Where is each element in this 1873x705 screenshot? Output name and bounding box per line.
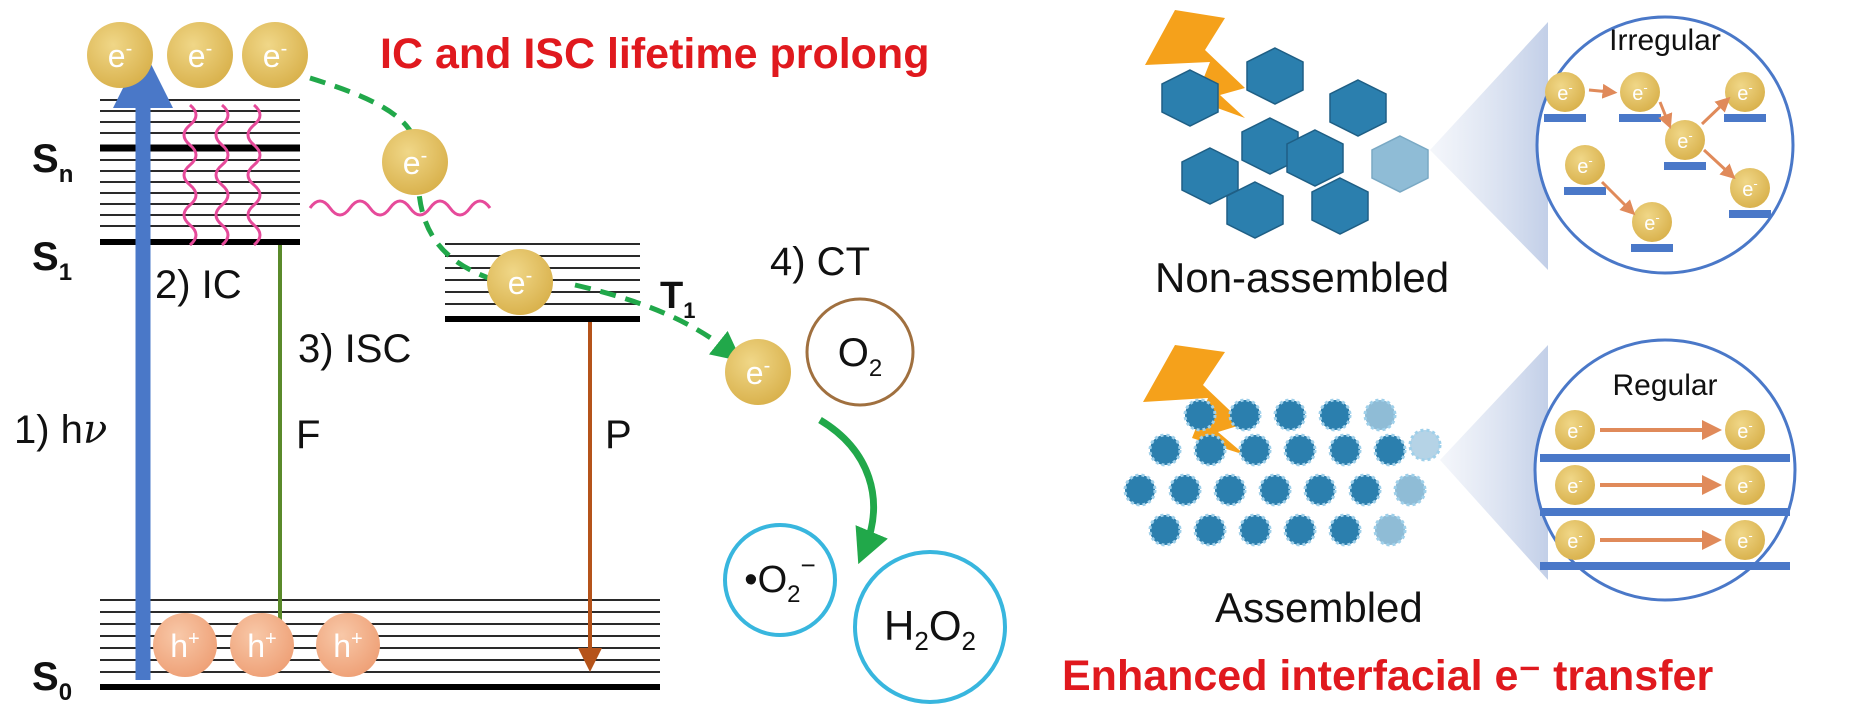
electron: e- — [1730, 168, 1770, 208]
isc-wavy-line — [308, 199, 492, 217]
svg-text:e-: e- — [1737, 418, 1752, 443]
ct-electron-path — [574, 282, 742, 362]
svg-text:h+: h+ — [247, 628, 276, 664]
s0-label: S0 — [32, 655, 72, 705]
isc-label: 3) ISC — [298, 327, 411, 371]
hole: h+ — [230, 613, 294, 677]
band-bar — [1540, 508, 1790, 516]
electron: e- — [1725, 410, 1765, 450]
f-label: F — [296, 413, 320, 457]
svg-text:e-: e- — [508, 265, 532, 301]
jablonski-diagram: Sn S1 S0 T1 e- — [14, 22, 929, 705]
electron: e- — [87, 22, 153, 88]
assembled-crystal-layer — [1123, 398, 1442, 547]
irregular-electron-network: e- e- e- e- e- e- e- — [1544, 72, 1771, 252]
magnify-beam — [1440, 345, 1548, 580]
svg-text:e-: e- — [1737, 528, 1752, 553]
svg-text:e-: e- — [188, 38, 212, 74]
svg-text:e-: e- — [1567, 418, 1582, 443]
magnify-beam — [1430, 22, 1548, 270]
electron: e- — [1565, 145, 1605, 185]
t1-label: T1 — [660, 275, 695, 323]
svg-text:h+: h+ — [170, 628, 199, 664]
charge-transfer-group: e- O2 •O2− H2O2 — [723, 297, 1007, 704]
band-bar — [1564, 187, 1606, 195]
electron: e- — [1555, 410, 1595, 450]
svg-text:H2O2: H2O2 — [884, 602, 976, 656]
band-bar — [1664, 162, 1706, 170]
svg-text:e-: e- — [746, 355, 770, 391]
irregular-label: Irregular — [1609, 24, 1721, 57]
electron: e- — [1665, 120, 1705, 160]
band-bar — [1619, 114, 1661, 122]
band-bar — [1540, 562, 1790, 570]
electron: e- — [167, 22, 233, 88]
electron: e- — [1555, 465, 1595, 505]
electron: e- — [1555, 520, 1595, 560]
svg-text:e-: e- — [108, 38, 132, 74]
non-assembled-label: Non-assembled — [1155, 254, 1449, 301]
svg-text:h+: h+ — [333, 628, 362, 664]
svg-text:e-: e- — [1737, 80, 1752, 105]
band-bar — [1724, 114, 1766, 122]
ic-label: 2) IC — [155, 263, 242, 307]
assembled-panel: Regular e- e- e- e- e- e- Assembled Enha… — [1062, 338, 1797, 700]
svg-text:e-: e- — [1742, 176, 1757, 201]
hydrogen-peroxide: H2O2 — [853, 550, 1007, 704]
svg-text:e-: e- — [1632, 80, 1647, 105]
svg-text:e-: e- — [263, 38, 287, 74]
assembled-label: Assembled — [1215, 584, 1423, 631]
non-assembled-panel: Irregular e- e- e- e- e- e- e- — [1145, 10, 1795, 301]
svg-text:e-: e- — [1644, 210, 1659, 235]
reduction-arrow — [818, 416, 888, 565]
hv-label: 1) hν — [14, 407, 107, 453]
regular-electron-rows: e- e- e- e- e- e- — [1540, 410, 1790, 570]
s1-label: S1 — [32, 235, 72, 286]
svg-text:e-: e- — [403, 145, 427, 181]
crystal-cluster — [1161, 47, 1429, 239]
sn-label: Sn — [32, 137, 73, 188]
electron: e- — [1725, 72, 1765, 112]
svg-text:e-: e- — [1577, 153, 1592, 178]
singlet-upper-band — [100, 99, 300, 227]
svg-text:e-: e- — [1557, 80, 1572, 105]
diagram-title: IC and ISC lifetime prolong — [380, 30, 929, 78]
electron: e- — [1632, 202, 1672, 242]
electron: e- — [1725, 520, 1765, 560]
oxygen-molecule: O2 — [805, 297, 915, 407]
electron: e- — [1620, 72, 1660, 112]
electron: e- — [1545, 72, 1585, 112]
lightning-icon — [1143, 345, 1245, 455]
footer-title: Enhanced interfacial e⁻ transfer — [1062, 652, 1713, 700]
electron: e- — [1725, 465, 1765, 505]
electron: e- — [242, 22, 308, 88]
superoxide-radical: •O2− — [723, 523, 837, 637]
hole: h+ — [316, 613, 380, 677]
band-bar — [1729, 210, 1771, 218]
ic-wavy-lines — [182, 103, 262, 247]
p-label: P — [605, 413, 632, 457]
svg-text:e-: e- — [1567, 473, 1582, 498]
hole: h+ — [153, 613, 217, 677]
svg-text:e-: e- — [1677, 128, 1692, 153]
regular-label: Regular — [1612, 369, 1717, 402]
svg-text:O2: O2 — [838, 331, 882, 382]
ct-label: 4) CT — [770, 240, 870, 284]
electron: e- — [382, 129, 448, 195]
electron: e- — [725, 339, 791, 405]
svg-text:e-: e- — [1737, 473, 1752, 498]
svg-text:•O2−: •O2− — [744, 550, 815, 608]
svg-text:e-: e- — [1567, 528, 1582, 553]
band-bar — [1544, 114, 1586, 122]
band-bar — [1631, 244, 1673, 252]
lightning-icon — [1145, 10, 1245, 118]
electron: e- — [487, 249, 553, 315]
band-bar — [1540, 454, 1790, 462]
